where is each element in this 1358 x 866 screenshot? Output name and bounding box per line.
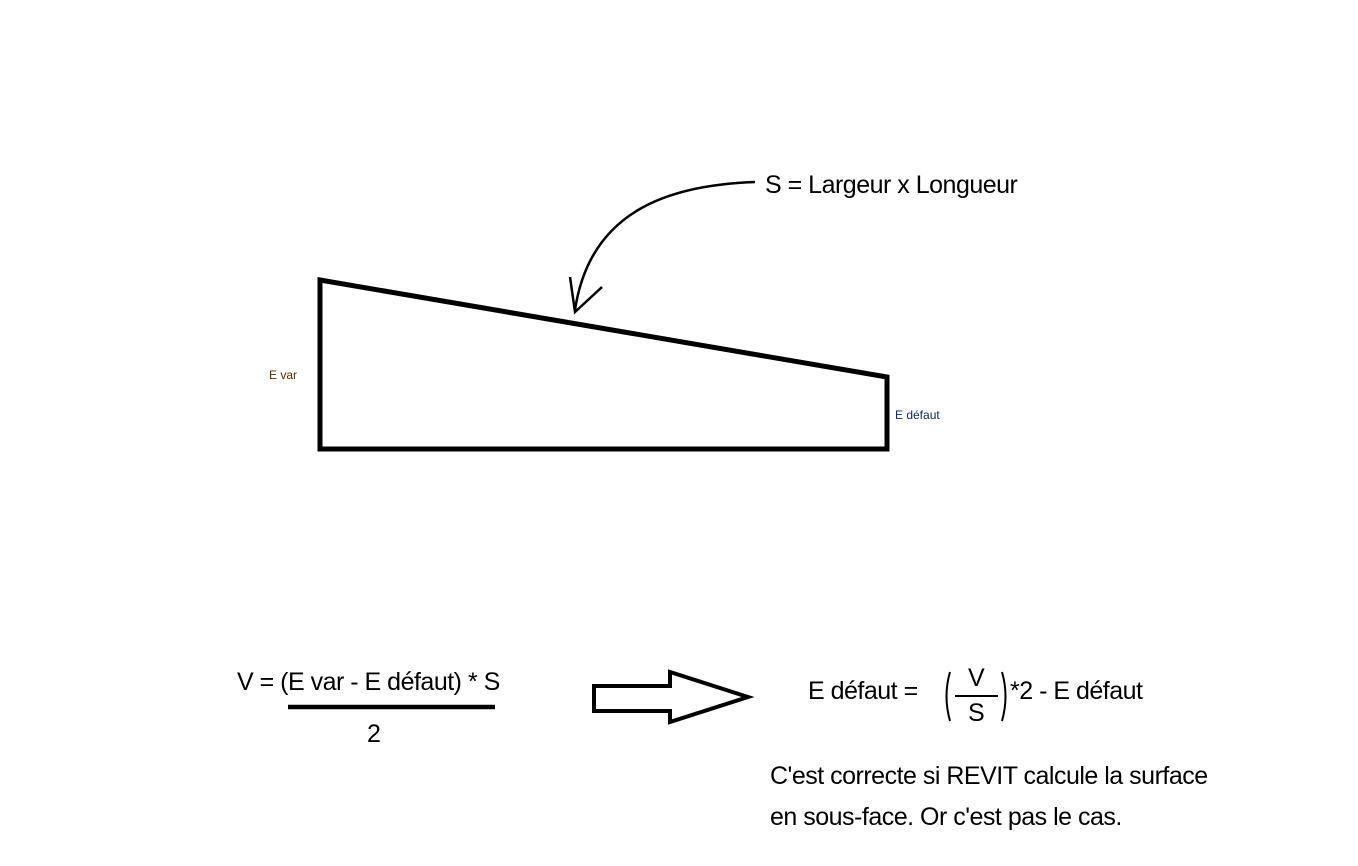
edefaut-fraction-numerator: V [968,664,985,692]
implies-arrow-icon [592,669,755,725]
arrow-head-icon [568,276,603,315]
note-line-2: en sous-face. Or c'est pas le cas. [770,803,1122,831]
e-var-label: E var [269,368,298,382]
volume-formula-numerator: V = (E var - E défaut) * S [237,668,500,696]
edefaut-fraction-denominator: S [968,699,985,727]
note-line-1: C'est correcte si REVIT calcule la surfa… [770,762,1208,790]
edefaut-formula-lhs: E défaut = [808,677,918,705]
e-defaut-label: E défaut [895,408,940,422]
slab-trapezoid [317,277,890,452]
edefaut-formula-rhs: *2 - E défaut [1010,677,1143,705]
surface-label: S = Largeur x Longueur [765,171,1018,199]
paren-left [945,671,951,722]
paren-right [1001,671,1007,722]
curved-arrow [573,180,756,311]
volume-formula-denominator: 2 [367,720,381,748]
